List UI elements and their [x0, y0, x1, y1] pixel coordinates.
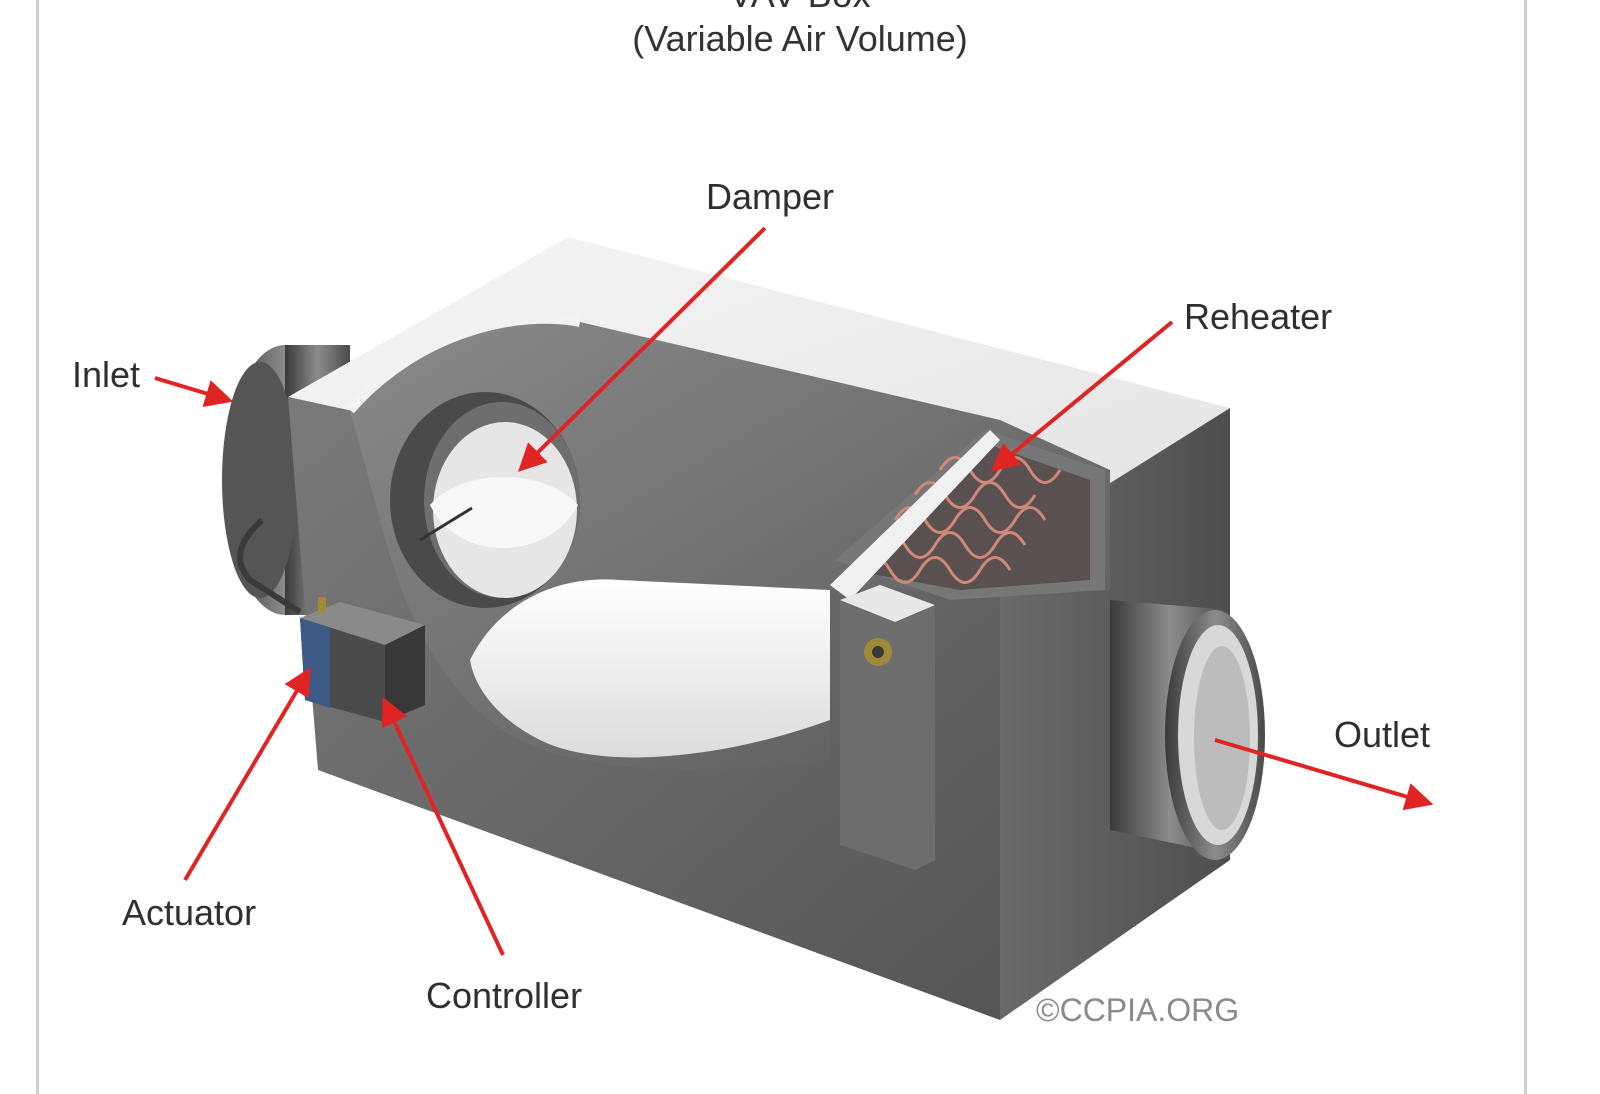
damper-assembly	[390, 392, 580, 608]
diagram-title: VAV Box	[0, 0, 1600, 16]
outlet-arrow	[1214, 738, 1434, 811]
inlet-label: Inlet	[72, 354, 141, 395]
damper-arrow	[518, 226, 767, 472]
outlet-label: Outlet	[1334, 714, 1431, 755]
coil-bracket	[840, 585, 935, 870]
actuator-arrow	[183, 667, 311, 882]
reheater-label: Reheater	[1184, 296, 1333, 337]
damper-label: Damper	[706, 176, 835, 217]
controller-label: Controller	[426, 975, 583, 1016]
diagram-subtitle: (Variable Air Volume)	[632, 18, 968, 59]
interior-floor	[470, 579, 830, 758]
cutaway-rim	[346, 313, 581, 414]
vav-box-illustration	[154, 226, 1434, 1020]
copyright-notice: ©CCPIA.ORG	[1036, 992, 1240, 1028]
diagram-stage: VAV Box (Variable Air Volume) Damper Reh…	[0, 0, 1600, 1028]
controller-arrow	[381, 696, 505, 956]
inlet-arrow	[154, 376, 234, 407]
reheater-coil	[830, 430, 1105, 600]
outlet-pipe	[1110, 600, 1265, 860]
figure-frame	[36, 0, 1527, 1094]
reheater-arrow	[990, 320, 1174, 472]
linkage-rod	[237, 517, 302, 615]
actuator-label: Actuator	[122, 892, 257, 933]
